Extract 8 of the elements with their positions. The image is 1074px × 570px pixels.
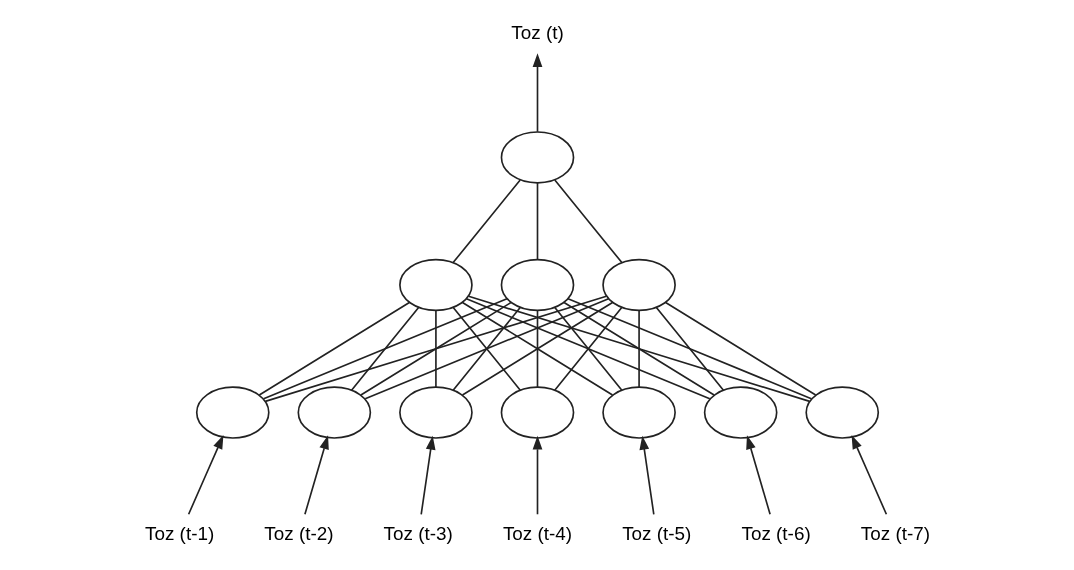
node-text: Toz (t-6) (740, 523, 811, 545)
node-text: Toz (t-1) (144, 523, 214, 545)
node-text: Toz (t) (510, 21, 564, 43)
node-text: Toz (t-4) (502, 523, 572, 545)
node-text: Toz (t-3) (383, 523, 453, 545)
node-text: Toz (t-7) (860, 523, 930, 545)
node-text: Toz (t-5) (621, 523, 691, 545)
node-text: Toz (t-2) (263, 523, 334, 545)
